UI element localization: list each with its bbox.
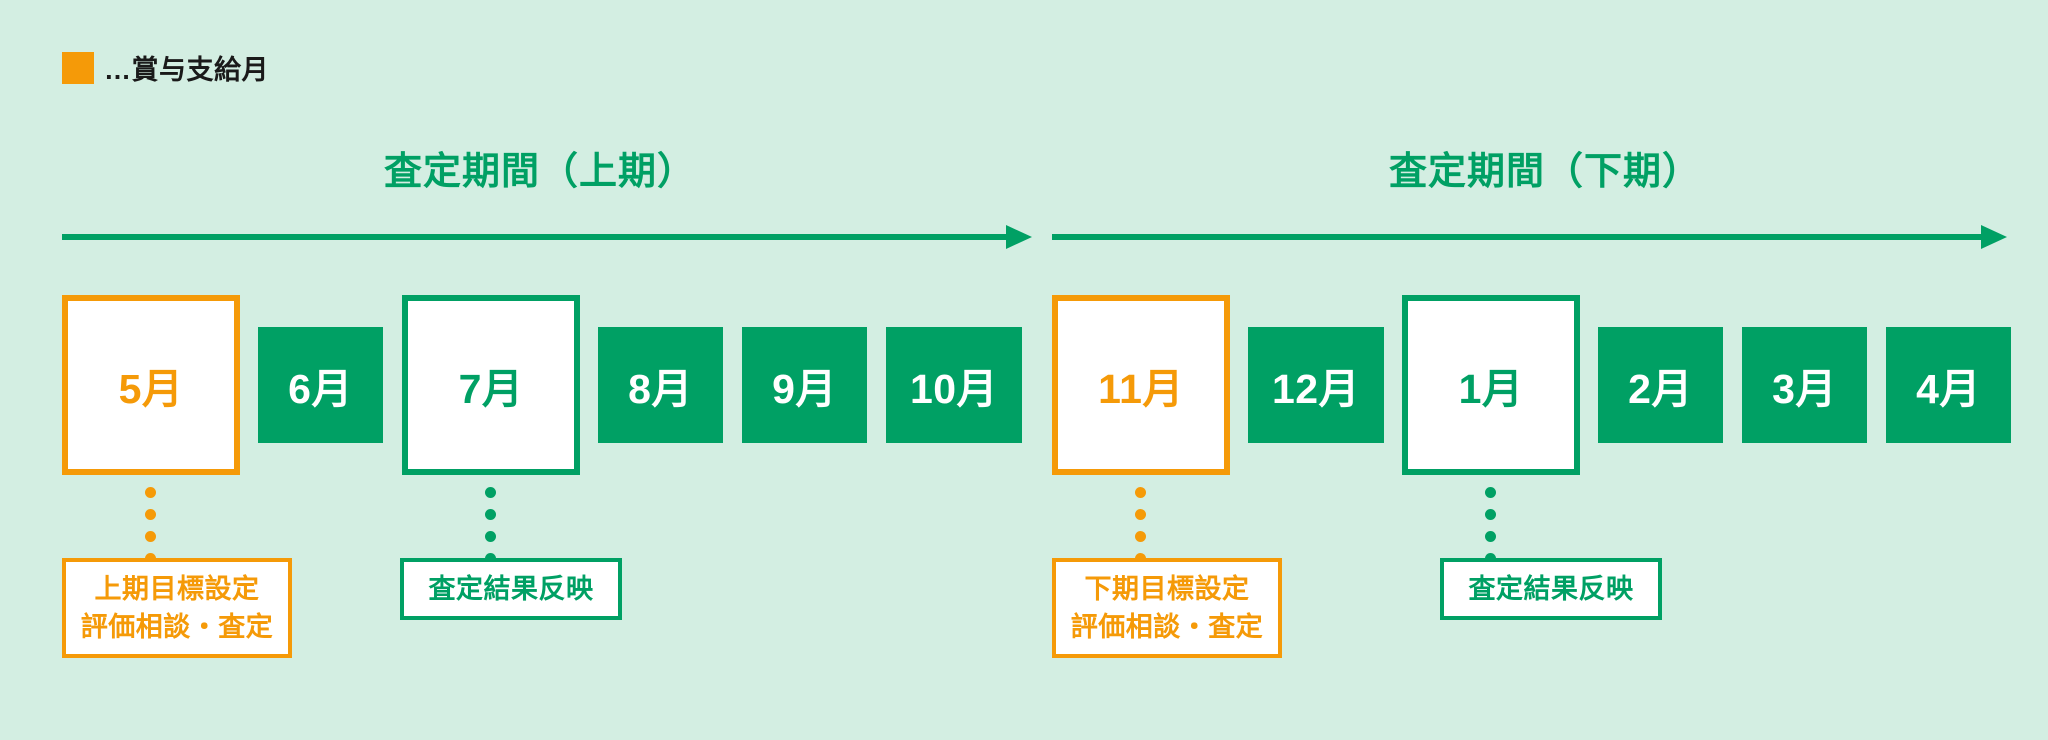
arrow-head bbox=[1006, 225, 1032, 249]
month-box-12[interactable]: 12月 bbox=[1248, 327, 1384, 443]
note-line: 評価相談・査定 bbox=[1070, 612, 1264, 642]
month-box-4[interactable]: 4月 bbox=[1886, 327, 2011, 443]
arrow-shaft bbox=[1052, 234, 1985, 240]
month-box-9[interactable]: 9月 bbox=[742, 327, 867, 443]
dot bbox=[145, 531, 156, 542]
note-line: 査定結果反映 bbox=[1468, 573, 1634, 604]
connector-dots-january bbox=[1485, 487, 1496, 564]
note-line: 評価相談・査定 bbox=[80, 612, 274, 642]
month-box-5[interactable]: 5月 bbox=[62, 295, 240, 475]
dot bbox=[1135, 531, 1146, 542]
month-box-3[interactable]: 3月 bbox=[1742, 327, 1867, 443]
note-line: 査定結果反映 bbox=[428, 573, 594, 604]
legend: …賞与支給月 bbox=[62, 48, 269, 87]
connector-dots-november bbox=[1135, 487, 1146, 564]
month-box-11[interactable]: 11月 bbox=[1052, 295, 1230, 475]
period-title-first-half: 査定期間（上期） bbox=[383, 151, 697, 193]
dot bbox=[145, 487, 156, 498]
dot bbox=[485, 487, 496, 498]
month-strip: 5月 6月 7月 8月 9月 10月 11月 12月 1月 2月 3月 4月 bbox=[0, 295, 2048, 475]
note-box-november[interactable]: 下期目標設定 評価相談・査定 bbox=[1052, 558, 1282, 658]
dot bbox=[485, 509, 496, 520]
connector-dots-may bbox=[145, 487, 156, 564]
dot bbox=[1135, 487, 1146, 498]
dot bbox=[1485, 531, 1496, 542]
arrow-head bbox=[1981, 225, 2007, 249]
month-box-10[interactable]: 10月 bbox=[886, 327, 1022, 443]
month-box-2[interactable]: 2月 bbox=[1598, 327, 1723, 443]
connector-dots-july bbox=[485, 487, 496, 564]
month-box-7[interactable]: 7月 bbox=[402, 295, 580, 475]
period-arrow-first-half-icon bbox=[62, 225, 1032, 249]
month-box-8[interactable]: 8月 bbox=[598, 327, 723, 443]
period-title-second-half: 査定期間（下期） bbox=[1388, 151, 1702, 193]
bonus-month-swatch-icon bbox=[62, 51, 94, 84]
dot bbox=[1485, 509, 1496, 520]
month-box-6[interactable]: 6月 bbox=[258, 327, 383, 443]
dot bbox=[145, 509, 156, 520]
note-line: 上期目標設定 bbox=[94, 573, 260, 604]
dot bbox=[1485, 487, 1496, 498]
note-box-january[interactable]: 査定結果反映 bbox=[1440, 558, 1662, 620]
period-arrow-second-half-icon bbox=[1052, 225, 2007, 249]
note-box-may[interactable]: 上期目標設定 評価相談・査定 bbox=[62, 558, 292, 658]
legend-label: …賞与支給月 bbox=[104, 55, 269, 85]
dot bbox=[485, 531, 496, 542]
note-box-july[interactable]: 査定結果反映 bbox=[400, 558, 622, 620]
month-box-1[interactable]: 1月 bbox=[1402, 295, 1580, 475]
arrow-shaft bbox=[62, 234, 1010, 240]
dot bbox=[1135, 509, 1146, 520]
note-line: 下期目標設定 bbox=[1084, 573, 1250, 604]
